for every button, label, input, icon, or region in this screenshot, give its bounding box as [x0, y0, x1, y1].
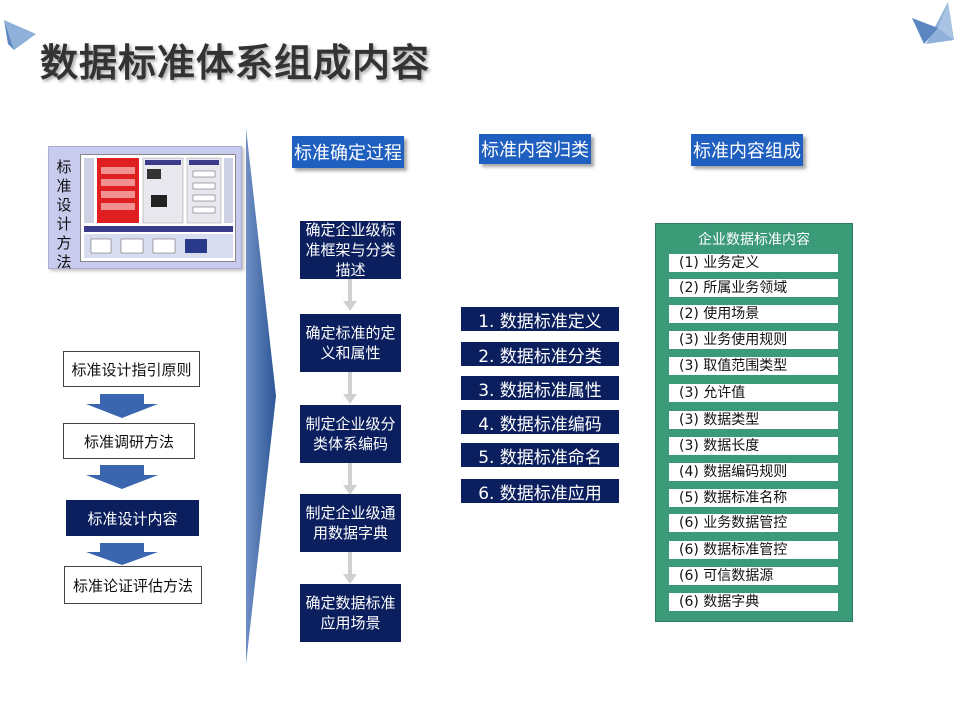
category-item: 6. 数据标准应用 — [461, 479, 619, 503]
corner-decoration-right — [904, 0, 960, 50]
down-arrow-icon — [86, 394, 158, 420]
process-step-5: 确定数据标准应用场景 — [300, 584, 401, 642]
category-item: 2. 数据标准分类 — [461, 342, 619, 366]
composition-item: (6) 数据字典 — [669, 593, 838, 611]
category-item: 1. 数据标准定义 — [461, 307, 619, 331]
process-step-2: 确定标准的定义和属性 — [300, 314, 401, 372]
header-classification: 标准内容归类 — [479, 134, 591, 164]
step-guiding-principles: 标准设计指引原则 — [63, 351, 200, 387]
composition-item: (2) 使用场景 — [669, 305, 838, 323]
header-process: 标准确定过程 — [292, 136, 404, 168]
process-step-3: 制定企业级分类体系编码 — [300, 405, 401, 463]
header-composition: 标准内容组成 — [691, 134, 803, 166]
composition-item: (1) 业务定义 — [669, 254, 838, 272]
framework-thumbnail — [80, 154, 236, 262]
down-arrow-icon — [86, 465, 158, 491]
down-arrow-icon — [343, 372, 357, 406]
page-title: 数据标准体系组成内容 — [40, 32, 430, 87]
step-evaluation-method: 标准论证评估方法 — [64, 566, 202, 604]
down-arrow-icon — [343, 552, 357, 586]
composition-item: (6) 业务数据管控 — [669, 514, 838, 532]
composition-title: 企业数据标准内容 — [655, 229, 853, 249]
category-item: 3. 数据标准属性 — [461, 376, 619, 400]
composition-item: (4) 数据编码规则 — [669, 463, 838, 481]
composition-item: (6) 数据标准管控 — [669, 541, 838, 559]
composition-item: (6) 可信数据源 — [669, 567, 838, 585]
step-design-content: 标准设计内容 — [66, 500, 199, 536]
category-item: 4. 数据标准编码 — [461, 410, 619, 434]
category-item: 5. 数据标准命名 — [461, 443, 619, 467]
composition-item: (3) 数据类型 — [669, 411, 838, 429]
composition-item: (3) 取值范围类型 — [669, 357, 838, 375]
composition-item: (3) 数据长度 — [669, 437, 838, 455]
composition-item: (3) 允许值 — [669, 384, 838, 402]
composition-item: (5) 数据标准名称 — [669, 489, 838, 507]
step-research-method: 标准调研方法 — [63, 423, 195, 459]
flow-chevron-arrow — [244, 128, 278, 664]
down-arrow-icon — [343, 463, 357, 497]
down-arrow-icon — [343, 279, 357, 313]
process-step-1: 确定企业级标准框架与分类描述 — [300, 221, 401, 279]
composition-item: (3) 业务使用规则 — [669, 331, 838, 349]
corner-decoration-left — [0, 14, 42, 54]
down-arrow-icon — [86, 543, 158, 567]
framework-thumbnail-graphic — [81, 155, 235, 261]
process-step-4: 制定企业级通用数据字典 — [300, 494, 401, 552]
design-method-label: 标准设计方法 — [54, 158, 74, 272]
composition-item: (2) 所属业务领域 — [669, 279, 838, 297]
